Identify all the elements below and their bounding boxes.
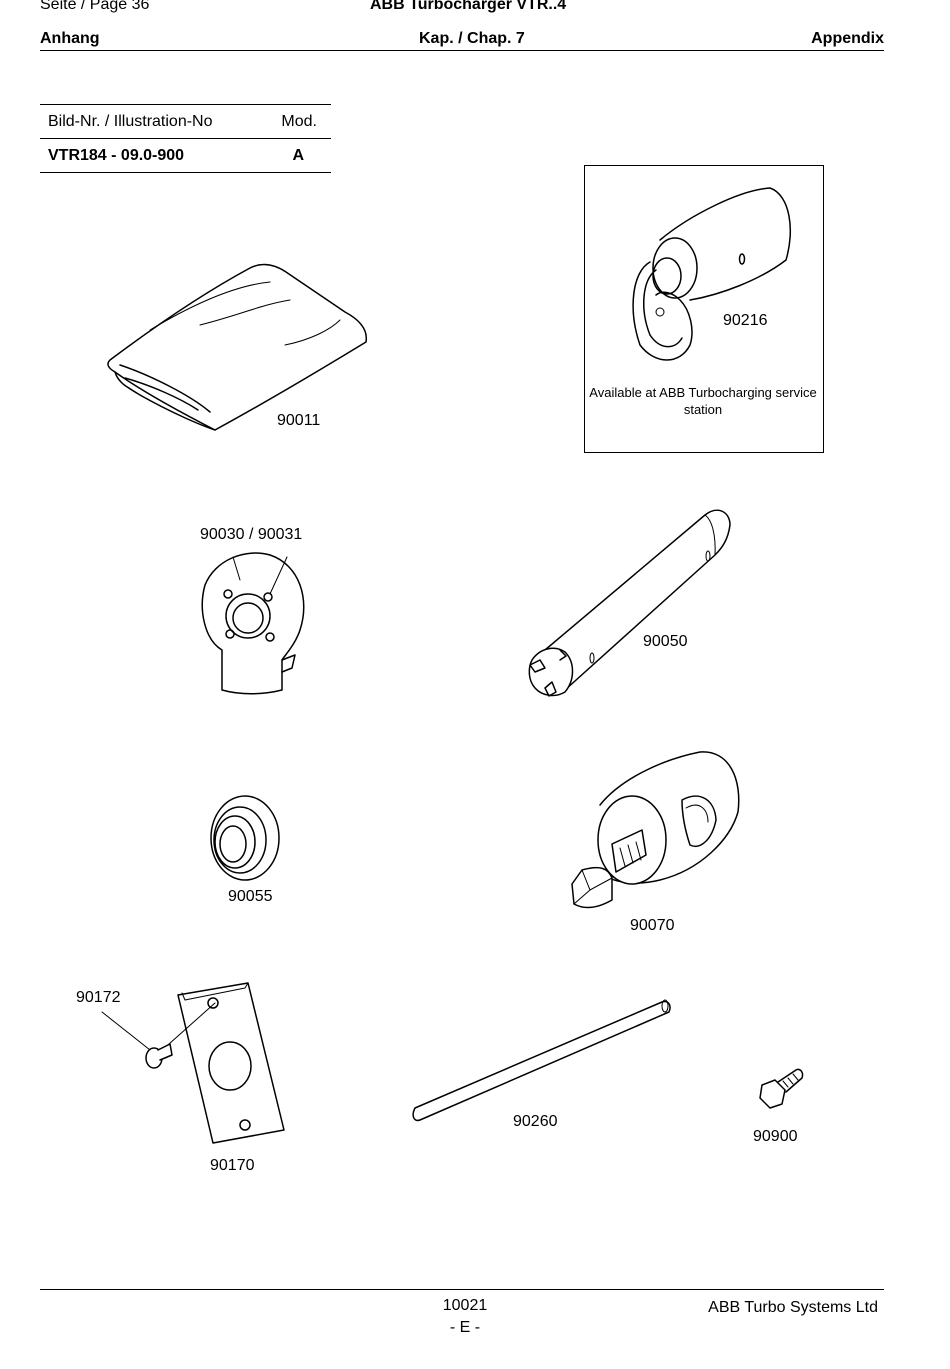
cloth-drawing (107, 263, 368, 431)
part-label-90172: 90172 (76, 989, 121, 1006)
rod-drawing (412, 999, 671, 1122)
part-label-90030-90031: 90030 / 90031 (200, 526, 303, 543)
page-number: Seite / Page 36 (40, 0, 150, 13)
puller-drawing (571, 751, 740, 909)
shackle-drawing (632, 187, 792, 361)
service-note: Available at ABB Turbocharging service s… (589, 385, 817, 417)
mod-value: A (292, 147, 304, 164)
table-row: VTR184 - 09.0-900 A (40, 138, 331, 173)
part-label-90050: 90050 (643, 633, 688, 650)
abb-logo (41, 1316, 117, 1346)
part-label-90260: 90260 (513, 1113, 558, 1130)
service-station-box (584, 165, 824, 453)
part-label-90055: 90055 (228, 888, 273, 905)
document-title: ABB Turbocharger VTR..4 (370, 0, 567, 13)
part-label-90900: 90900 (753, 1128, 798, 1145)
illustration-table: Bild-Nr. / Illustration-No Mod. VTR184 -… (40, 104, 331, 173)
part-label-90070: 90070 (630, 917, 675, 934)
bolt-drawing (759, 1068, 804, 1109)
mod-header: Mod. (281, 113, 317, 130)
part-label-90011: 90011 (277, 412, 321, 429)
document-number: 10021 (442, 1297, 488, 1314)
illustration-no-header: Bild-Nr. / Illustration-No (48, 113, 213, 130)
chapter-label: Kap. / Chap. 7 (419, 30, 525, 47)
part-label-90216: 90216 (723, 312, 768, 329)
puller-plate-drawing (201, 552, 305, 695)
plate-and-screw-drawing (101, 982, 285, 1144)
header-rule (40, 50, 884, 51)
header-right: Appendix (811, 30, 884, 47)
edition-label: - E - (449, 1319, 481, 1336)
collar-drawing (210, 795, 280, 881)
illustration-no-value: VTR184 - 09.0-900 (48, 147, 185, 164)
socket-wrench-drawing (528, 509, 731, 697)
footer-rule (40, 1289, 884, 1290)
header-left: Anhang (40, 30, 100, 47)
company-name: ABB Turbo Systems Ltd (708, 1299, 878, 1316)
table-header-row: Bild-Nr. / Illustration-No Mod. (40, 104, 331, 138)
part-label-90170: 90170 (210, 1157, 255, 1174)
